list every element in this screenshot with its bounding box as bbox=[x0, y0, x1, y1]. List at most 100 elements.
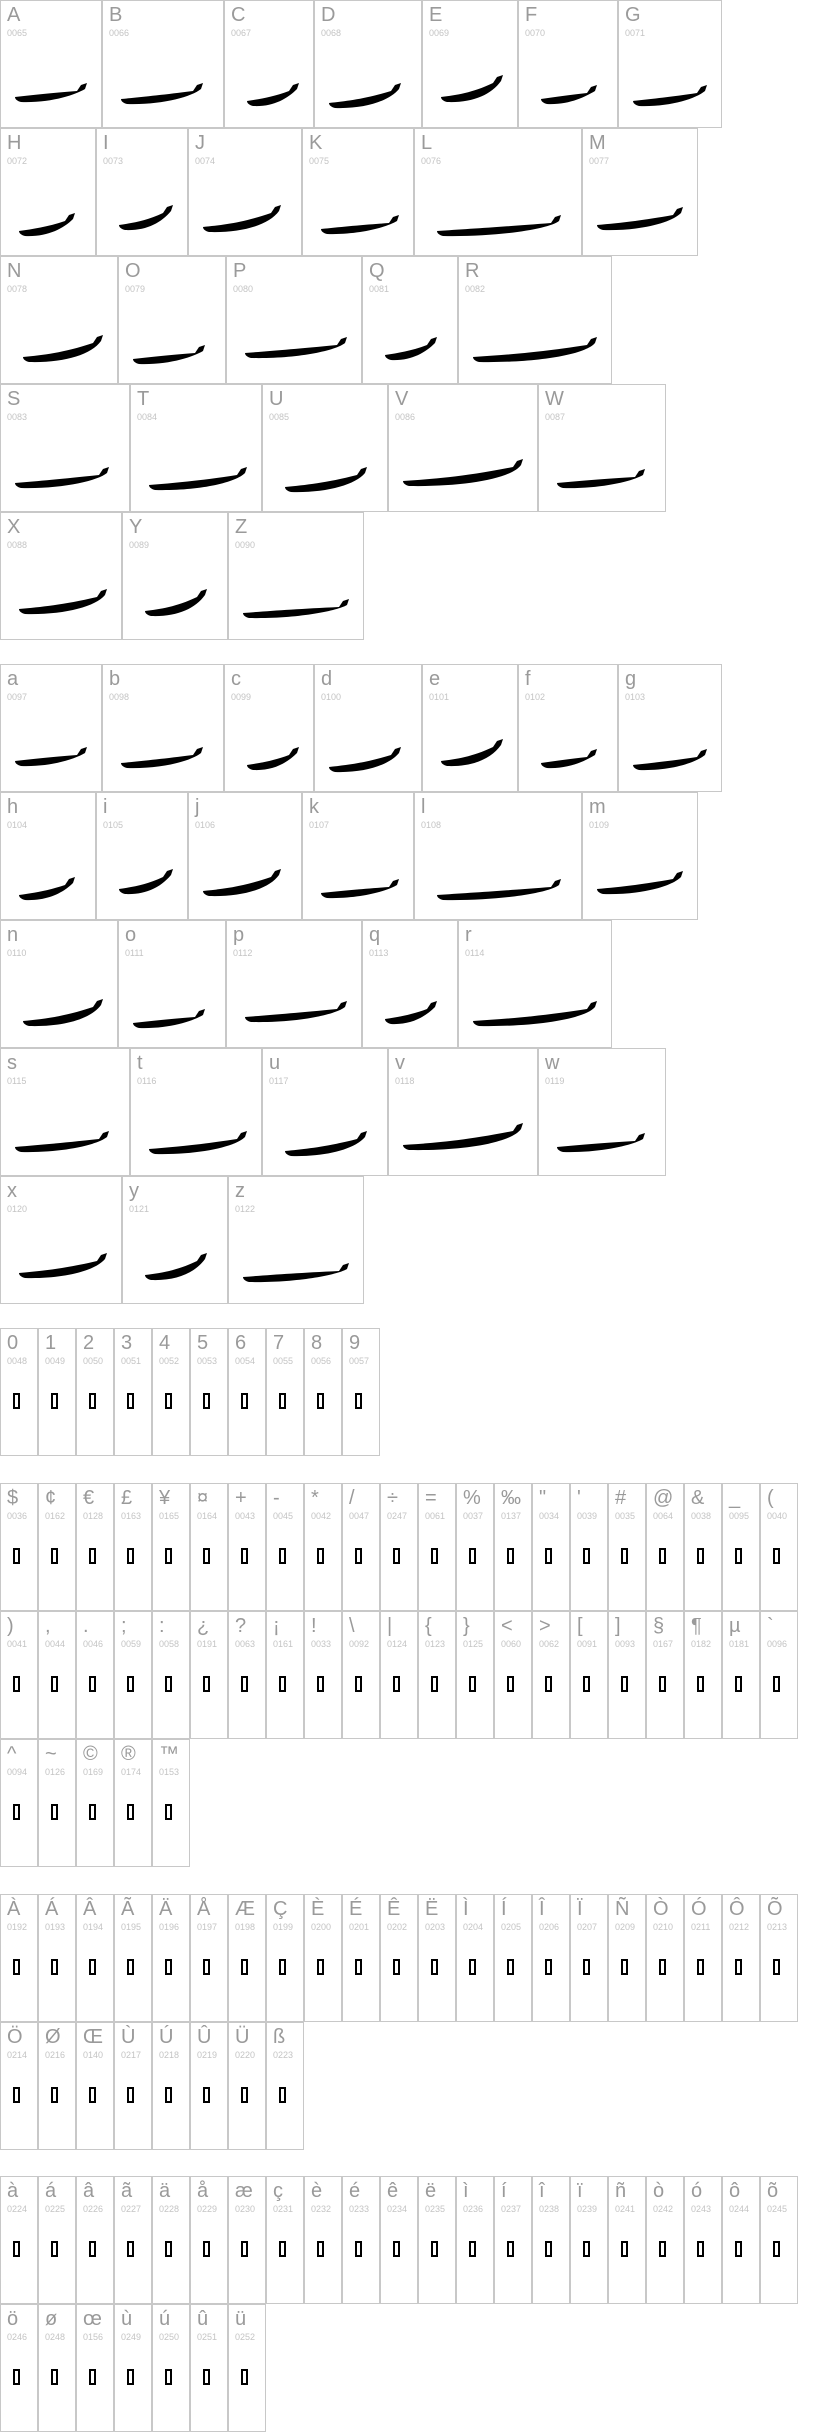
glyph-label: q bbox=[369, 924, 381, 946]
missing-glyph-box-icon bbox=[279, 2241, 286, 2257]
glyph-label: n bbox=[7, 924, 19, 946]
swash-stroke bbox=[133, 345, 205, 365]
missing-glyph-box-icon bbox=[621, 1548, 628, 1564]
glyph-code: 0195 bbox=[121, 1922, 142, 1932]
missing-glyph-box-icon bbox=[241, 1548, 248, 1564]
missing-glyph-box-icon bbox=[127, 1393, 134, 1409]
glyph-cell: "0034 bbox=[532, 1483, 570, 1611]
glyph-label: Ñ bbox=[615, 1898, 630, 1920]
swash-glyph bbox=[121, 747, 203, 769]
glyph-label: < bbox=[501, 1615, 513, 1637]
glyph-code: 0076 bbox=[421, 156, 442, 166]
glyph-code: 0050 bbox=[83, 1356, 104, 1366]
glyph-label: 3 bbox=[121, 1332, 133, 1354]
missing-glyph-box-icon bbox=[621, 1676, 628, 1692]
swash-stroke bbox=[19, 213, 75, 237]
glyph-label: H bbox=[7, 132, 22, 154]
glyph-code: 0035 bbox=[615, 1511, 636, 1521]
glyph-label: K bbox=[309, 132, 323, 154]
swash-stroke bbox=[203, 869, 281, 897]
glyph-label: 2 bbox=[83, 1332, 95, 1354]
glyph-code: 0079 bbox=[125, 284, 146, 294]
glyph-code: 0063 bbox=[235, 1639, 256, 1649]
swash-glyph bbox=[285, 1131, 367, 1157]
glyph-label: _ bbox=[729, 1487, 741, 1509]
missing-glyph-box-icon bbox=[469, 1548, 476, 1564]
glyph-cell: ]0093 bbox=[608, 1611, 646, 1739]
swash-glyph bbox=[19, 589, 107, 615]
swash-stroke bbox=[541, 749, 597, 769]
glyph-label: # bbox=[615, 1487, 627, 1509]
missing-glyph-box-icon bbox=[621, 1959, 628, 1975]
glyph-code: 0075 bbox=[309, 156, 330, 166]
missing-glyph-box-icon bbox=[431, 1959, 438, 1975]
glyph-label: ì bbox=[463, 2180, 469, 2202]
swash-glyph bbox=[557, 1133, 645, 1153]
missing-glyph-box-icon bbox=[89, 1393, 96, 1409]
glyph-label: @ bbox=[653, 1487, 674, 1509]
missing-glyph-box-icon bbox=[773, 1676, 780, 1692]
glyph-cell: ;0059 bbox=[114, 1611, 152, 1739]
swash-stroke bbox=[15, 747, 87, 767]
glyph-code: 0242 bbox=[653, 2204, 674, 2214]
glyph-label: C bbox=[231, 4, 246, 26]
glyph-code: 0213 bbox=[767, 1922, 788, 1932]
glyph-code: 0095 bbox=[729, 1511, 750, 1521]
glyph-cell: <0060 bbox=[494, 1611, 532, 1739]
missing-glyph-box-icon bbox=[621, 2241, 628, 2257]
missing-glyph-box-icon bbox=[89, 1804, 96, 1820]
glyph-code: 0207 bbox=[577, 1922, 598, 1932]
glyph-cell: [0091 bbox=[570, 1611, 608, 1739]
missing-glyph-box-icon bbox=[773, 2241, 780, 2257]
missing-glyph-box-icon bbox=[545, 2241, 552, 2257]
swash-stroke bbox=[149, 1131, 247, 1155]
missing-glyph-box-icon bbox=[13, 2087, 20, 2103]
glyph-label: l bbox=[421, 796, 426, 818]
missing-glyph-box-icon bbox=[507, 1548, 514, 1564]
glyph-code: 0074 bbox=[195, 156, 216, 166]
glyph-label: a bbox=[7, 668, 19, 690]
glyph-label: ¿ bbox=[197, 1615, 210, 1637]
glyph-label: s bbox=[7, 1052, 17, 1074]
glyph-code: 0128 bbox=[83, 1511, 104, 1521]
missing-glyph-box-icon bbox=[13, 1393, 20, 1409]
missing-glyph-box-icon bbox=[203, 1676, 210, 1692]
glyph-code: 0203 bbox=[425, 1922, 446, 1932]
glyph-code: 0219 bbox=[197, 2050, 218, 2060]
glyph-label: g bbox=[625, 668, 637, 690]
glyph-code: 0065 bbox=[7, 28, 28, 38]
glyph-code: 0249 bbox=[121, 2332, 142, 2342]
swash-stroke bbox=[321, 215, 399, 235]
glyph-code: 0231 bbox=[273, 2204, 294, 2214]
glyph-label: S bbox=[7, 388, 21, 410]
glyph-label: b bbox=[109, 668, 121, 690]
glyph-cell: £0163 bbox=[114, 1483, 152, 1611]
glyph-cell: )0041 bbox=[0, 1611, 38, 1739]
glyph-label: { bbox=[425, 1615, 432, 1637]
glyph-code: 0229 bbox=[197, 2204, 218, 2214]
swash-stroke bbox=[121, 83, 203, 105]
swash-glyph bbox=[19, 1253, 107, 1279]
glyph-code: 0111 bbox=[125, 948, 144, 958]
